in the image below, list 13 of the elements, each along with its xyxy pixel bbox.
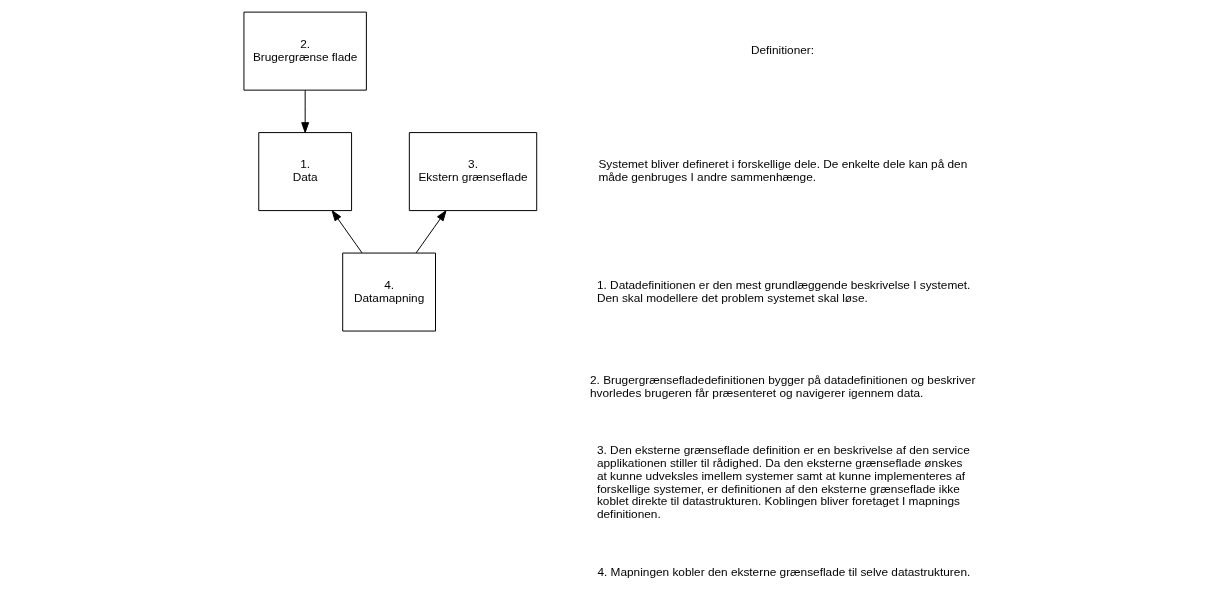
node-box: 2. Brugergrænse flade	[242, 11, 367, 91]
label: 4. Mapningen kobler den eksterne grænseflade til selve datastrukturen.	[596, 564, 970, 579]
arrow	[300, 89, 309, 134]
arrow	[415, 210, 446, 254]
label: 2. Brugergrænsefladedefinitionen bygger på datadefinitionen og beskriver hvorledes brugeren får præsenteret og navigerer igennem data.	[589, 372, 975, 400]
node-box: 4. Datamapning	[341, 252, 436, 332]
label: Systemet bliver defineret i forskellige dele. De enkelte dele kan på den måde genbruges I andre sammenhænge.	[597, 157, 967, 185]
label: 1. Datadefinitionen er den mest grundlæggende beskrivelse I systemet. Den skal modellere det problem systemet skal løse.	[596, 277, 970, 305]
node-box: 1. Data	[257, 132, 352, 212]
node-box: 3. Ekstern grænseflade	[408, 132, 537, 212]
arrow	[331, 210, 363, 254]
label: Definitioner:	[750, 43, 814, 58]
label: 3. Den eksterne grænseflade definition er en beskrivelse af den service applikationen stiller til rådighed. Da den eksterne grænseflade ønskes at kunne udveksles imellem systemer samt at kunne implementeres af forskellige systemer, er definitionen af den eksterne grænseflade ikke koblet direkte til datastrukturen. Koblingen bliver foretaget I mapnings definitionen.	[596, 443, 970, 522]
